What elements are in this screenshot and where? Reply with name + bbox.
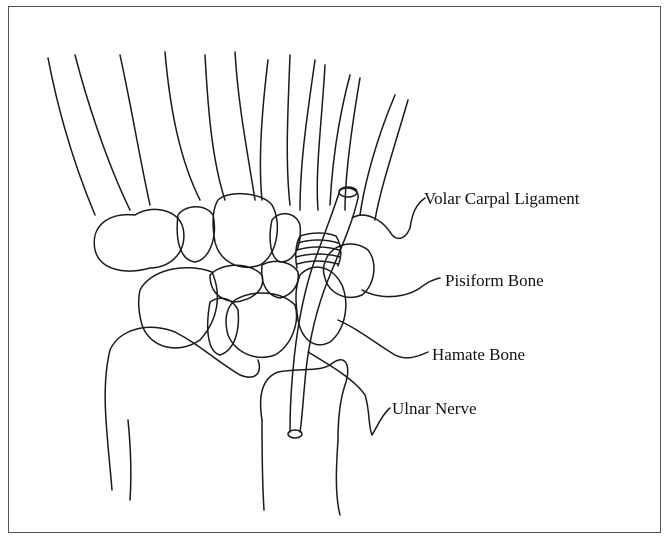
radius-outline [128, 420, 131, 500]
leader-ulnar-nerve [308, 352, 390, 435]
leader-hamate-bone [338, 320, 428, 358]
hamate-bone [296, 267, 346, 345]
ulna-outline [262, 420, 264, 510]
label-hamate-bone: Hamate Bone [432, 345, 525, 364]
label-volar-carpal-ligament: Volar Carpal Ligament [424, 189, 580, 208]
label-ulnar-nerve: Ulnar Nerve [392, 399, 477, 418]
ulnar-nerve [288, 187, 358, 438]
leader-pisiform-bone [362, 278, 440, 297]
leader-volar-carpal-ligament [352, 198, 425, 238]
radius-bone [105, 327, 259, 490]
label-pisiform-bone: Pisiform Bone [445, 271, 544, 290]
